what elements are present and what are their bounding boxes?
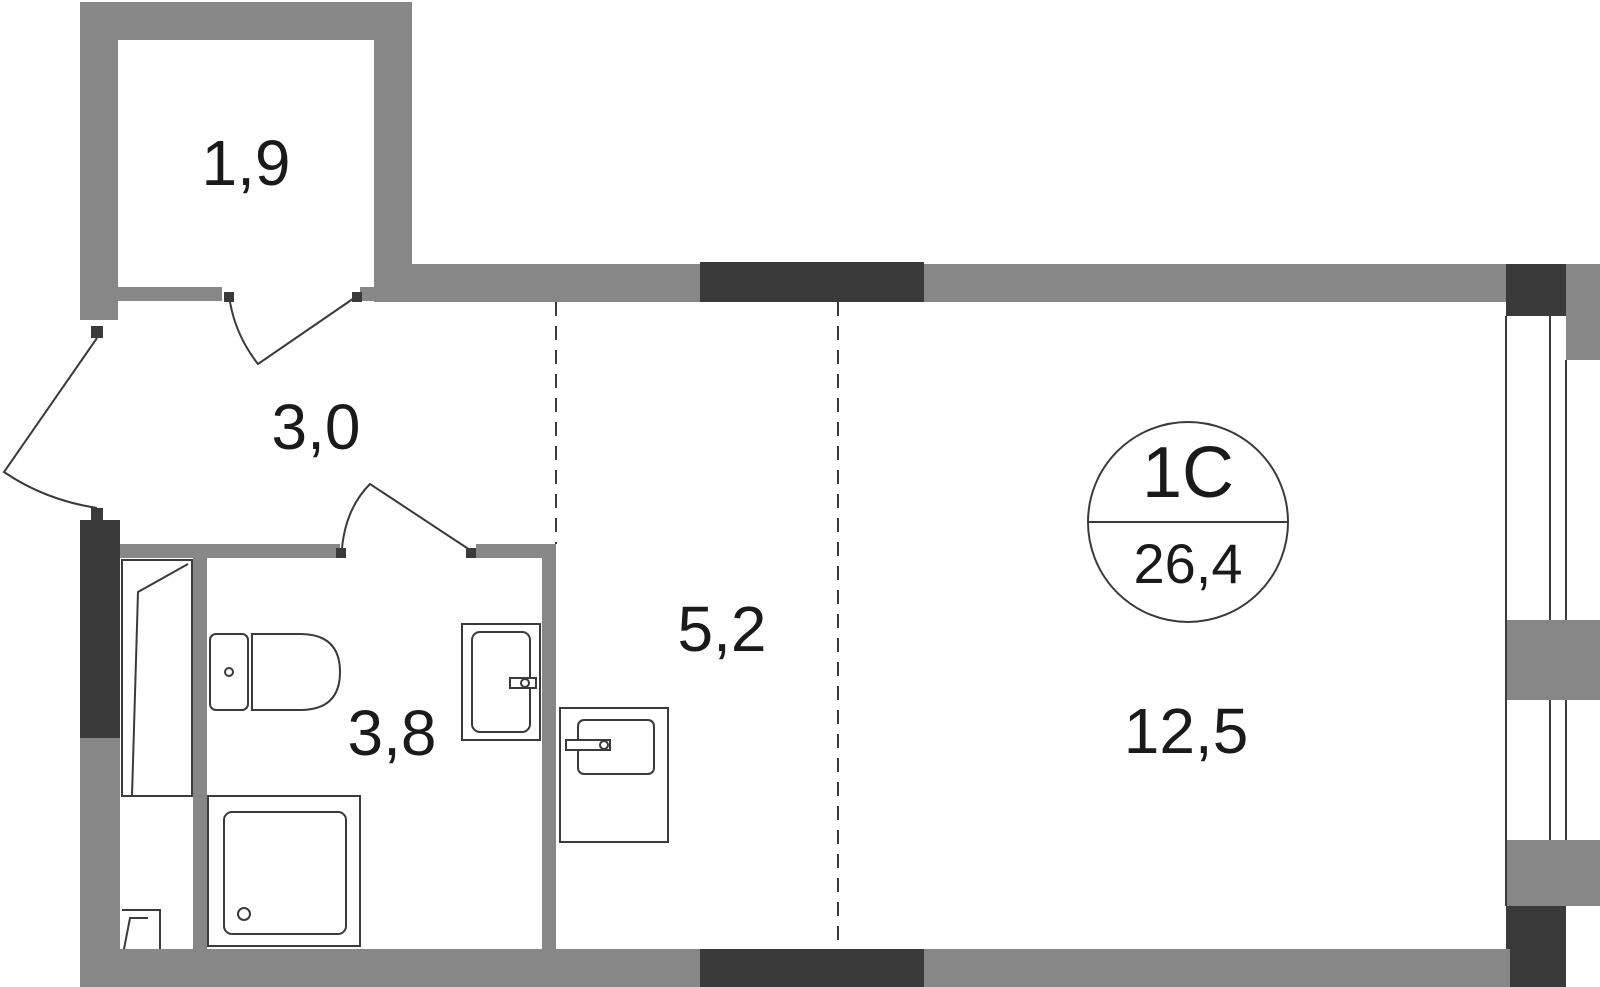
bathroom-door — [341, 482, 471, 551]
bathroom-fixtures — [121, 559, 541, 950]
corner-top-right — [1506, 264, 1566, 316]
wall-bottom-window — [700, 949, 924, 987]
door-jamb — [466, 548, 476, 558]
toilet-icon — [209, 633, 342, 711]
wall-storage-bottom-right — [360, 287, 376, 301]
door-jamb — [91, 508, 103, 520]
walls — [80, 2, 1600, 987]
corner-bottom-right — [1506, 906, 1566, 987]
doors — [2, 293, 471, 551]
bathtub-inner — [131, 563, 189, 797]
storage-door — [229, 293, 361, 366]
wall-storage-left — [80, 2, 118, 320]
apartment-badge: 1С 26,4 — [1087, 421, 1289, 623]
wall-storage-right — [374, 2, 412, 302]
cabinet-door-arc — [123, 917, 148, 950]
wall-bath-top-right — [476, 544, 556, 558]
facade-pier-2 — [1506, 840, 1600, 906]
room-area-hallway: 3,0 — [272, 391, 361, 463]
kitchen-sink-icon — [559, 707, 669, 843]
wash-basin-icon — [461, 623, 541, 741]
wall-top-window — [700, 262, 924, 302]
room-area-bathroom: 3,8 — [348, 697, 437, 769]
entrance-door — [2, 337, 98, 509]
wall-top — [374, 264, 1508, 302]
shower-tray-icon — [207, 795, 361, 947]
zone-dividers — [555, 302, 839, 949]
wall-bath-top-left — [120, 544, 340, 558]
door-jamb — [91, 326, 103, 338]
wall-right-top — [1566, 264, 1600, 360]
door-jamb — [224, 292, 234, 302]
wall-left-dark — [80, 520, 120, 738]
room-labels: 1,9 3,0 3,8 5,2 12,5 — [202, 127, 1249, 769]
apartment-total-area: 26,4 — [1134, 532, 1243, 595]
wall-bath-right — [542, 544, 556, 949]
wall-bath-inner — [193, 558, 207, 949]
room-area-storage: 1,9 — [202, 127, 291, 199]
facade-pier-1 — [1506, 620, 1600, 700]
facade-window-frames — [1505, 316, 1567, 906]
apartment-type: 1С — [1142, 433, 1234, 513]
room-area-living: 12,5 — [1124, 695, 1249, 767]
wall-storage-bottom-left — [118, 287, 222, 301]
cabinet-lower-left — [122, 909, 161, 949]
room-area-kitchen: 5,2 — [678, 593, 767, 665]
door-jamb — [336, 548, 346, 558]
wall-storage-top — [80, 2, 412, 40]
wall-left-lower — [80, 738, 120, 987]
